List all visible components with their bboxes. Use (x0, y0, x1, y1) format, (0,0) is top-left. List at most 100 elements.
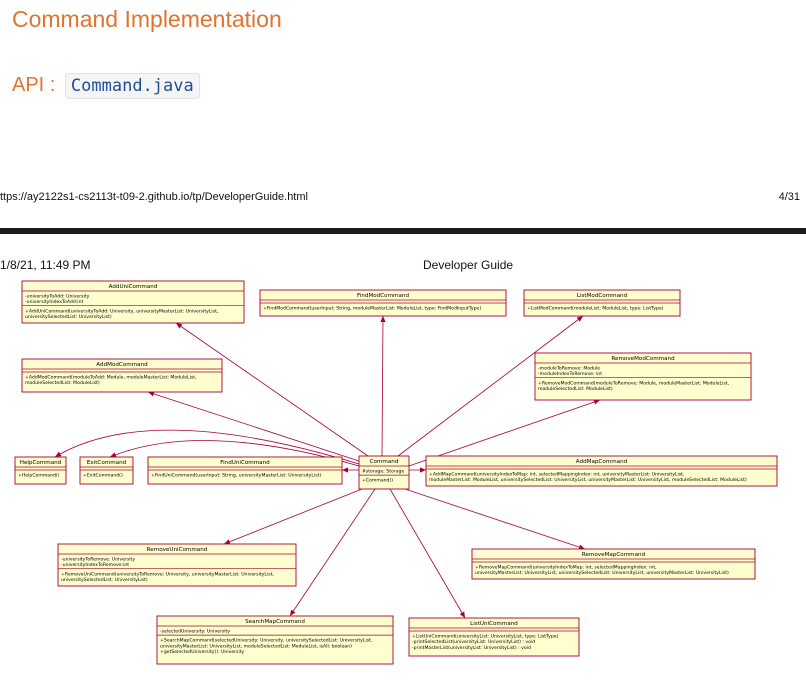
arrow-head-addmap (420, 467, 426, 473)
class-frame (147, 456, 343, 485)
api-line: API : Command.java (12, 73, 200, 99)
class-attribute: -moduleIndexToRemove: int (538, 371, 602, 377)
class-method: moduleSelectedList: ModuleList) (538, 386, 613, 392)
print-header-title: Developer Guide (423, 258, 514, 272)
class-method: +AddMapCommand(universityIndexToMap: int… (429, 472, 685, 478)
class-box-removemod: RemoveModCommand -moduleToRemove: Module-… (534, 352, 752, 401)
class-method: universityMasterList: UniversityList, un… (475, 570, 729, 576)
dependency-arrow-help (54, 429, 360, 465)
class-frame (21, 280, 245, 324)
class-method: universityMasterList: UniversityList, mo… (160, 643, 352, 649)
arrow-head-exit (110, 452, 117, 458)
class-method: +RemoveModCommand(moduleToRemove: Module… (538, 380, 730, 386)
class-name: ExitCommand (87, 460, 127, 466)
class-box-findmod: FindModCommand +FindModCommand(userInput:… (259, 289, 507, 317)
class-name: AddMapCommand (576, 459, 628, 465)
class-frame (534, 352, 752, 401)
arrow-head-searchmap (290, 609, 296, 616)
class-frame (14, 456, 67, 485)
class-box-searchmap: SearchMapCommand -selectedUniversity: Uni… (156, 615, 394, 665)
class-method: +ExitCommand() (83, 473, 123, 479)
class-name: SearchMapCommand (245, 619, 305, 625)
class-attribute: -selectedUniversity: University (160, 629, 230, 635)
class-method: +AddUniCommand(universityToAdd: Universi… (25, 308, 219, 314)
arrow-head-removeuni (224, 539, 231, 545)
dependency-arrow-exit (109, 440, 360, 467)
print-header-date: 1/8/21, 11:49 PM (0, 258, 91, 272)
class-method: moduleMasterList: ModuleList, university… (429, 477, 747, 483)
class-name: RemoveMapCommand (582, 552, 646, 558)
class-attribute: #storage: Storage (362, 469, 404, 475)
class-name: AddUniCommand (109, 284, 158, 290)
class-name: FindModCommand (357, 293, 409, 299)
class-method: -printMasterList(universityList: Univers… (412, 645, 531, 651)
class-box-exit: ExitCommand +ExitCommand() (79, 456, 134, 485)
dependency-arrow-findmod (381, 315, 384, 457)
dependency-arrow-searchmap (289, 488, 376, 617)
class-box-help: HelpCommand+HelpCommand() (14, 456, 67, 485)
api-label: API : (12, 74, 61, 96)
class-method: +FindUniCommand(userInput: String, unive… (151, 473, 321, 479)
dependency-arrow-removemap (404, 488, 586, 550)
dependency-arrow-addmod (147, 391, 363, 463)
arrow-head-listuni (459, 611, 465, 618)
class-box-addmod: AddModCommand +AddModCommand(moduleToAdd:… (21, 358, 223, 393)
class-box-listuni: ListUniCommand +ListUniCommand(university… (408, 617, 580, 657)
class-method: -printSelectedList(universityList: Unive… (412, 639, 535, 645)
arrow-head-addmod (148, 391, 155, 397)
class-name: Command (370, 459, 399, 465)
arrow-head-finduni (342, 467, 348, 473)
arrow-head-removemod (593, 399, 600, 405)
api-file-link[interactable]: Command.java (64, 73, 200, 99)
class-attribute: -universityToAdd: University (25, 294, 90, 300)
dependency-arrow-removeuni (223, 488, 363, 545)
class-method: universitySelectedList: UniversityList) (25, 314, 112, 320)
class-box-removemap: RemoveMapCommand +RemoveMapCommand(univer… (471, 548, 756, 580)
class-attribute: -universityToRemove: University (61, 557, 135, 563)
class-name: ListUniCommand (470, 621, 518, 627)
class-box-center: Command #storage: Storage +Command() (358, 455, 410, 490)
class-name: RemoveModCommand (611, 356, 675, 362)
class-frame (21, 358, 223, 393)
class-box-adduni: AddUniCommand -universityToAdd: Universit… (21, 280, 245, 324)
print-footer-page-number: 4/31 (778, 191, 800, 203)
class-method: +SearchMapCommand(selectedUniversity: Un… (160, 638, 373, 644)
dependency-arrow-listuni (389, 488, 466, 619)
class-frame (57, 543, 297, 587)
class-method: +RemoveMapCommand(universityIndexToMap: … (475, 565, 657, 571)
class-box-finduni: FindUniCommand +FindUniCommand(userInput:… (147, 456, 343, 485)
class-name: RemoveUniCommand (147, 547, 208, 553)
class-box-listmod: ListModCommand+ListModCommand(moduleList… (523, 289, 681, 317)
dependency-arrow-adduni (175, 322, 369, 457)
class-name: ListModCommand (577, 293, 628, 299)
class-name: FindUniCommand (220, 460, 270, 466)
class-name: AddModCommand (96, 362, 148, 368)
class-frame (425, 455, 778, 487)
class-method: moduleSelectedList: ModuleList) (25, 380, 100, 386)
page-break-separator (0, 228, 806, 234)
arrow-head-removemap (578, 544, 585, 550)
print-footer-url: ttps://ay2122s1-cs2113t-t09-2.github.io/… (0, 191, 308, 203)
class-method: universitySelectedList: UniversityList) (61, 577, 148, 583)
class-method: +ListUniCommand(universityList: Universi… (412, 634, 559, 640)
class-name: HelpCommand (20, 460, 62, 466)
class-method: +RemoveUniCommand(universityToRemove: Un… (61, 571, 274, 577)
class-method: +FindModCommand(userInput: String, modul… (263, 306, 481, 312)
dependency-arrow-listmod (397, 315, 584, 457)
class-method: +Command() (362, 478, 393, 484)
arrow-head-listmod (576, 316, 583, 322)
arrow-head-help (55, 451, 62, 457)
arrow-head-findmod (380, 316, 386, 323)
section-heading: Command Implementation (12, 6, 282, 32)
class-frame (408, 617, 580, 657)
class-attribute: -moduleToRemove: Module (538, 366, 600, 372)
arrow-head-adduni (176, 323, 183, 329)
class-frame (156, 615, 394, 665)
class-attribute: -universityIndexToAdd:int (25, 299, 83, 305)
class-frame (358, 455, 410, 490)
class-method: +AddModCommand(moduleToAdd: Module, modu… (25, 375, 197, 381)
class-frame (471, 548, 756, 580)
class-attribute: -universityIndexToRemove:int (61, 562, 129, 568)
class-method: +getSelectedUniversity(): University (160, 649, 245, 655)
